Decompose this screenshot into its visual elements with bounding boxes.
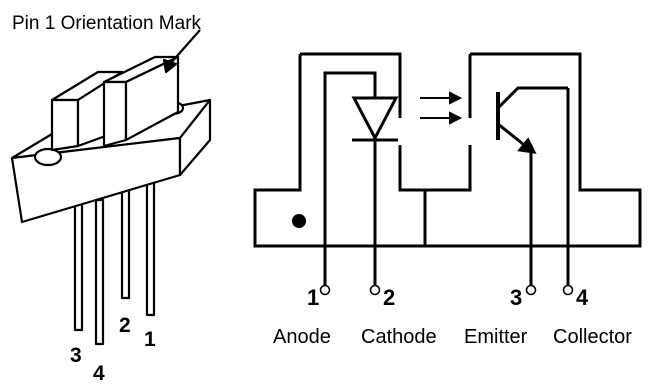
phototransistor-symbol [496, 86, 570, 290]
package-drawing [10, 29, 212, 346]
led-symbol [323, 71, 399, 290]
lead-3 [73, 196, 84, 332]
schematic [253, 52, 642, 296]
pin-name-cathode: Cathode [361, 326, 437, 348]
package-pin-number: 2 [119, 314, 131, 337]
lead-2 [120, 180, 131, 300]
pin-number-anode: 1 [307, 285, 319, 310]
orientation-mark-title: Pin 1 Orientation Mark [12, 13, 202, 34]
pin-terminals [319, 284, 574, 296]
pin-name-anode: Anode [273, 326, 331, 348]
light-arrows [420, 91, 463, 125]
package-pin-number: 4 [93, 362, 105, 385]
schematic-pin-numbers: 1 2 3 4 [307, 285, 589, 310]
pin-name-collector: Collector [553, 326, 632, 348]
emitter-housing-outline [253, 52, 427, 248]
package-pin-number: 1 [144, 328, 156, 351]
pin-number-cathode: 2 [383, 285, 395, 310]
pin-name-emitter: Emitter [464, 326, 528, 348]
terminal-1 [319, 284, 331, 296]
orientation-dot [292, 214, 306, 228]
schematic-pin-names: Anode Cathode Emitter Collector [273, 326, 632, 348]
terminal-4 [562, 284, 574, 296]
detector-housing-outline [425, 52, 642, 248]
lead-1 [145, 173, 156, 317]
orientation-mark-arrow [162, 29, 201, 74]
base-right-face [178, 98, 212, 177]
tower-right [102, 55, 180, 148]
terminal-2 [369, 284, 381, 296]
mounting-hole-left [33, 147, 63, 167]
terminal-3 [525, 284, 537, 296]
lead-4 [94, 198, 105, 346]
pin-number-emitter: 3 [510, 285, 522, 310]
package-pin-number: 3 [70, 344, 82, 367]
package-pin-numbers: 3 4 2 1 [70, 314, 156, 385]
pin-number-collector: 4 [576, 285, 589, 310]
